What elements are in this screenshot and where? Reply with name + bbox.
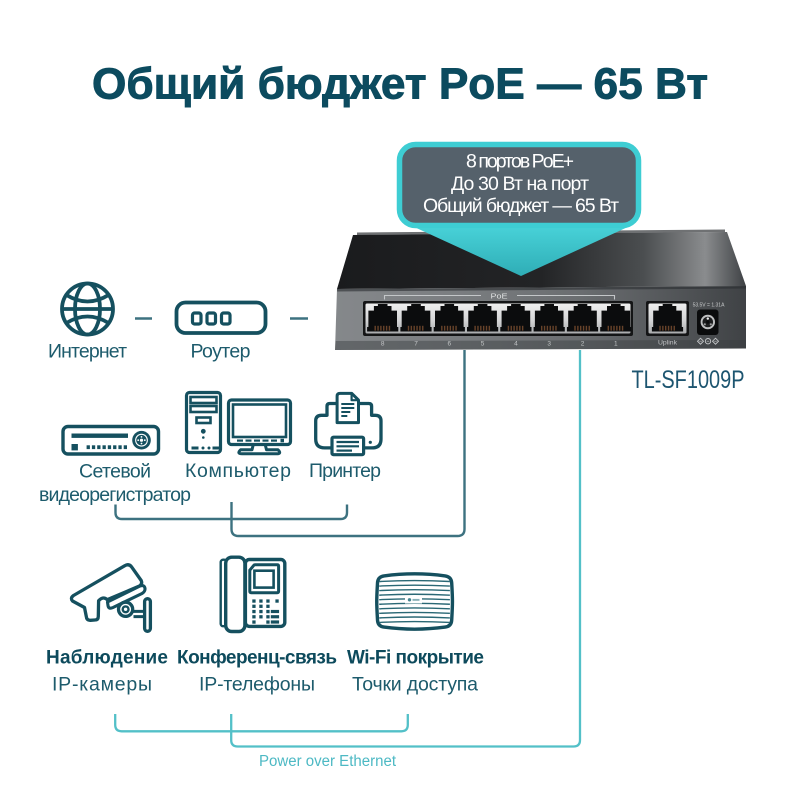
svg-text:Принтер: Принтер xyxy=(309,460,381,482)
svg-text:Общий бюджет PoE — 65 Вт: Общий бюджет PoE — 65 Вт xyxy=(92,60,708,109)
svg-text:7: 7 xyxy=(414,341,418,348)
svg-text:IP-телефоны: IP-телефоны xyxy=(199,674,315,696)
svg-text:IP-камеры: IP-камеры xyxy=(52,674,152,696)
svg-text:Сетевой: Сетевой xyxy=(79,461,151,483)
svg-text:2: 2 xyxy=(581,341,585,348)
svg-text:видеорегистратор: видеорегистратор xyxy=(39,484,191,506)
svg-text:Wi-Fi покрытие: Wi-Fi покрытие xyxy=(347,648,484,669)
svg-text:4: 4 xyxy=(514,341,518,348)
svg-text:PoE: PoE xyxy=(491,294,508,301)
svg-text:Точки доступа: Точки доступа xyxy=(352,674,478,696)
svg-text:Компьютер: Компьютер xyxy=(185,460,291,482)
svg-text:Наблюдение: Наблюдение xyxy=(46,648,168,669)
svg-text:8 портов PoE+: 8 портов PoE+ xyxy=(466,151,574,173)
svg-text:3: 3 xyxy=(547,341,551,348)
svg-text:Power over Ethernet: Power over Ethernet xyxy=(259,753,397,770)
svg-text:6: 6 xyxy=(447,341,451,348)
svg-text:До 30 Вт на порт: До 30 Вт на порт xyxy=(451,173,589,195)
svg-text:Интернет: Интернет xyxy=(48,341,127,363)
svg-text:Роутер: Роутер xyxy=(191,341,251,363)
svg-text:5: 5 xyxy=(481,341,485,348)
svg-text:Общий бюджет — 65 Вт: Общий бюджет — 65 Вт xyxy=(423,195,619,217)
svg-text:53.5V = 1.31A: 53.5V = 1.31A xyxy=(693,303,725,309)
svg-text:TL-SF1009P: TL-SF1009P xyxy=(632,366,745,394)
svg-text:Uplink: Uplink xyxy=(658,340,678,347)
svg-text:1: 1 xyxy=(614,341,618,348)
svg-text:8: 8 xyxy=(381,341,385,348)
svg-text:Конференц-связь: Конференц-связь xyxy=(177,648,337,669)
